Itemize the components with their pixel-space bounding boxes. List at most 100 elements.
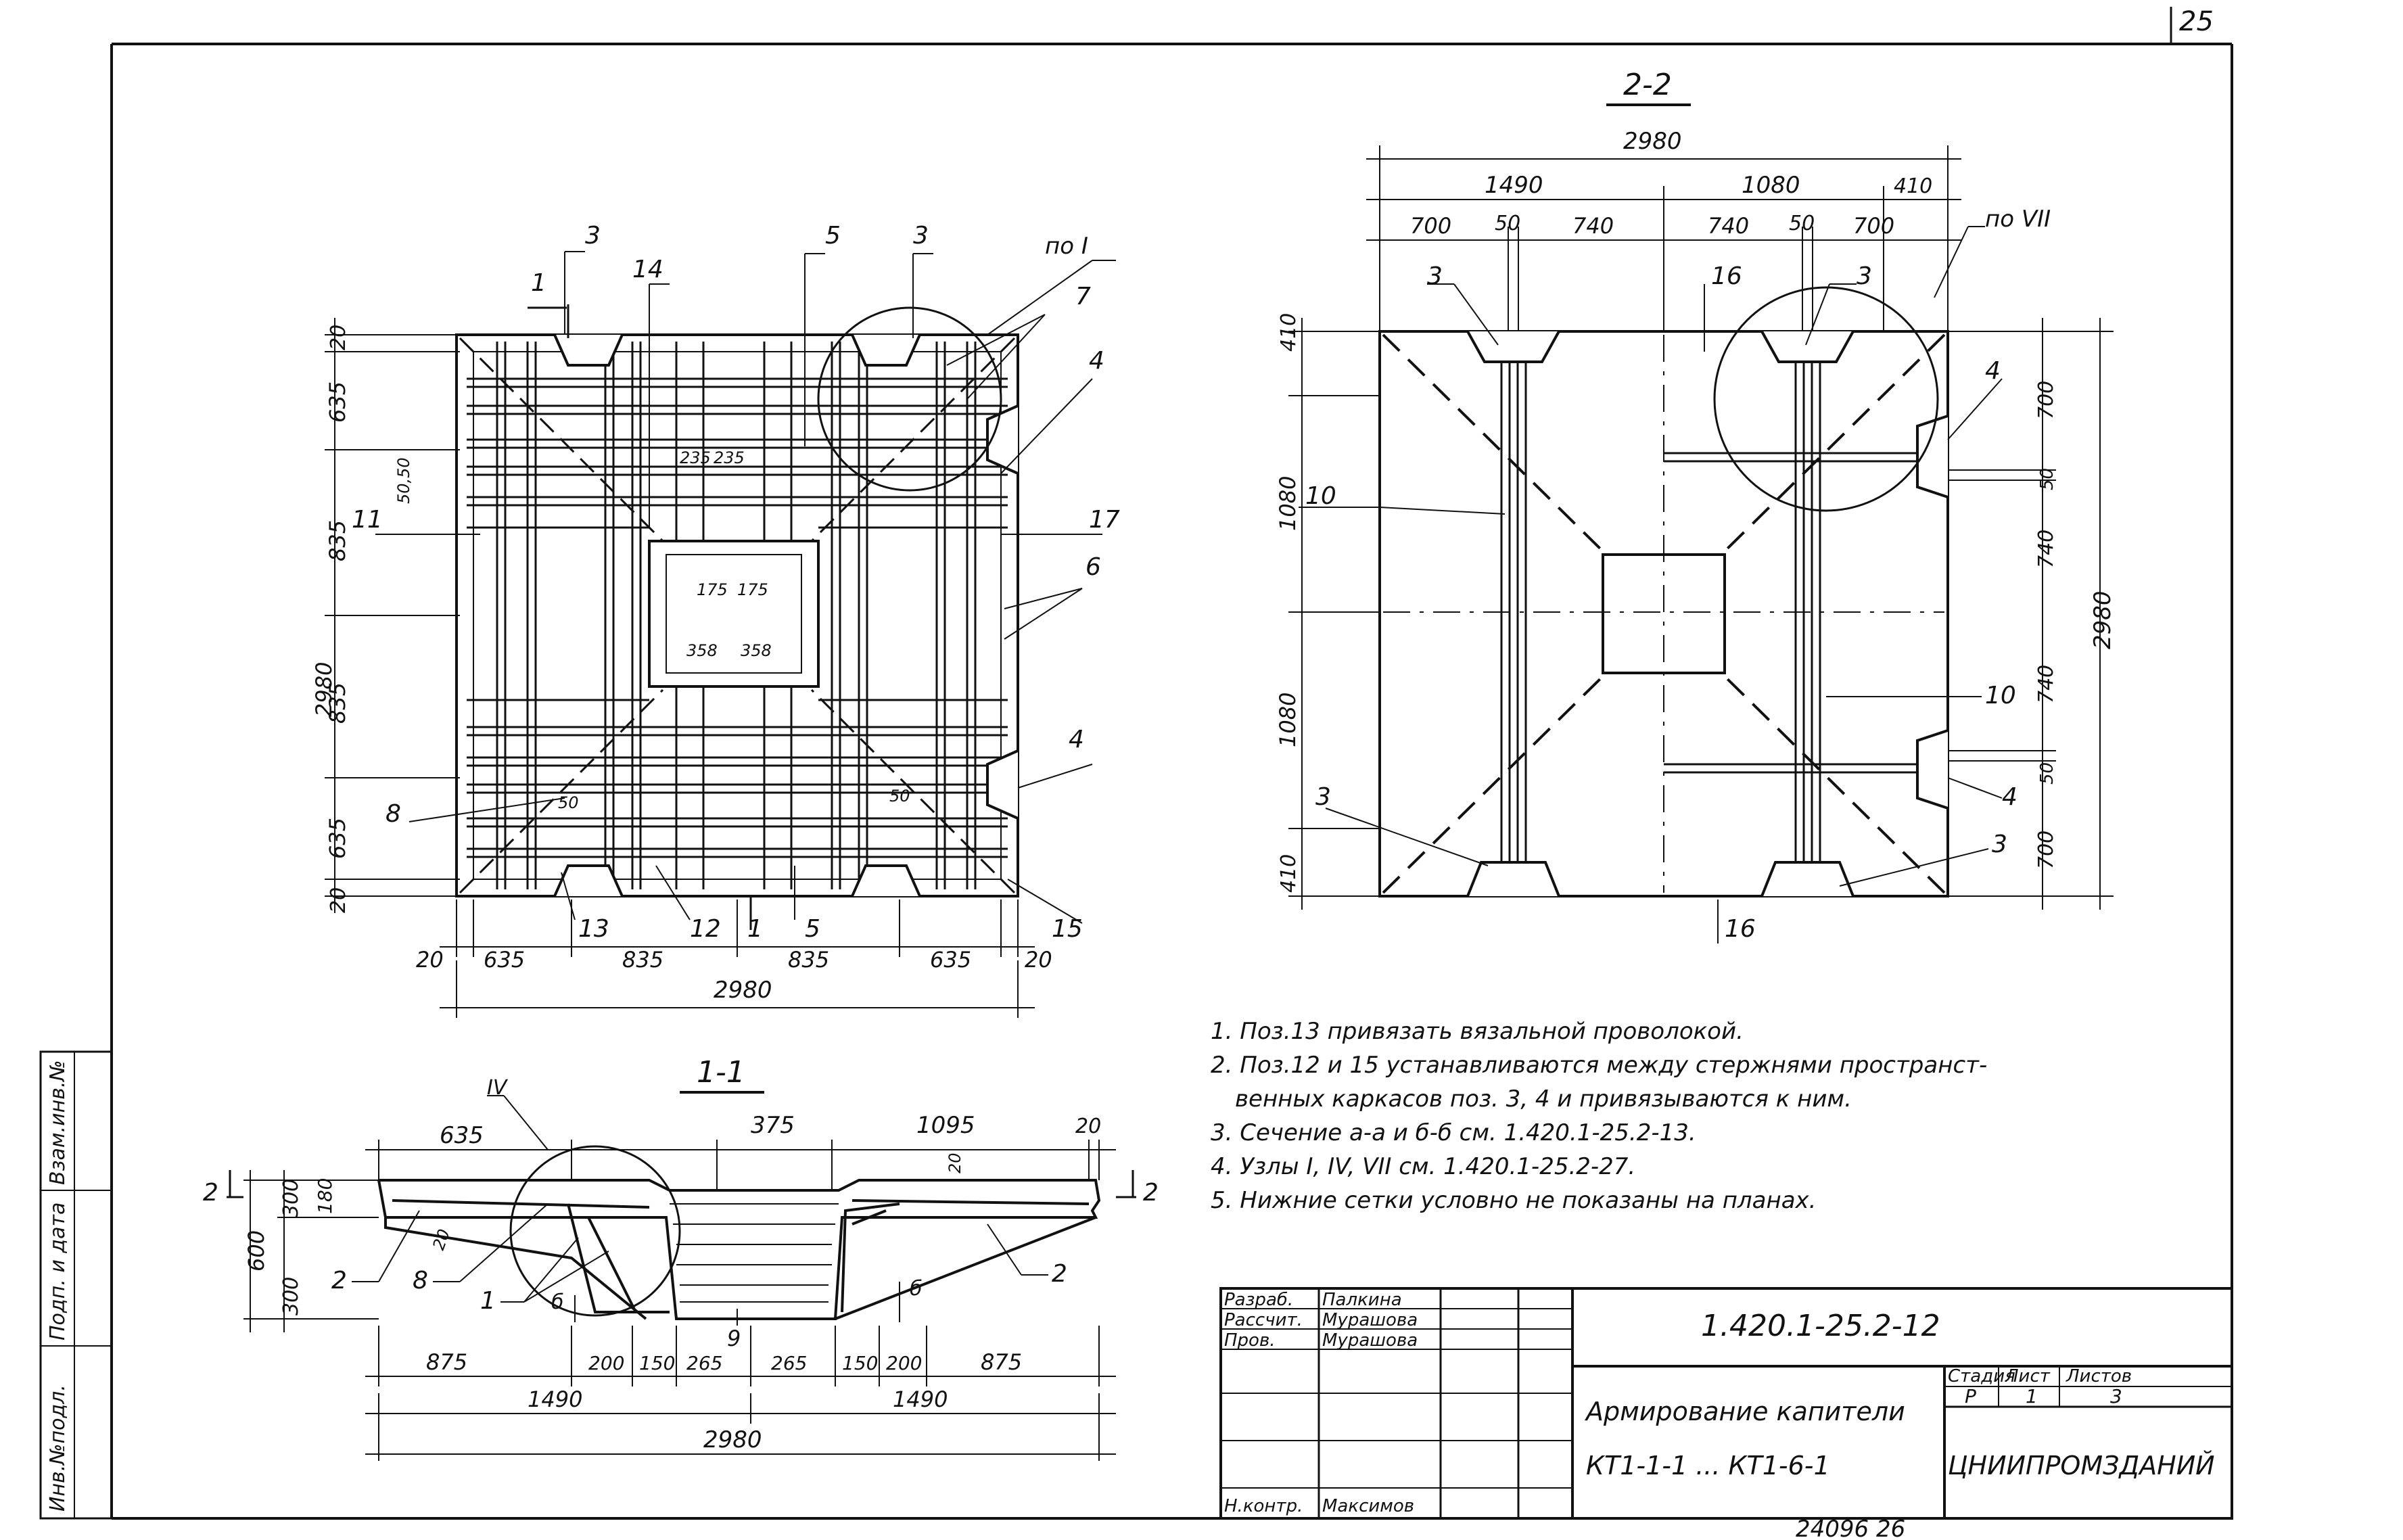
section-2-2-center xyxy=(1602,553,1726,674)
svg-text:20: 20 xyxy=(416,947,444,973)
svg-text:635: 635 xyxy=(484,947,525,973)
note-2: 2. Поз.12 и 15 устанавливаются между сте… xyxy=(1211,1052,1988,1079)
svg-text:235: 235 xyxy=(680,448,711,467)
section-2-2-node-circle xyxy=(1713,286,1939,512)
svg-text:1095: 1095 xyxy=(916,1112,975,1139)
organization: ЦНИИПРОМЗДАНИЙ xyxy=(1948,1451,2215,1480)
svg-text:Н.контр.: Н.контр. xyxy=(1224,1496,1303,1516)
svg-text:2: 2 xyxy=(1052,1260,1067,1288)
svg-text:150: 150 xyxy=(842,1352,878,1374)
svg-text:Мурашова: Мурашова xyxy=(1322,1330,1418,1351)
svg-text:Стадия: Стадия xyxy=(1948,1366,2015,1386)
section-1-1-dim-texts: 635 375 1095 20 180 300 600 300 875 200 … xyxy=(243,1112,1101,1453)
svg-text:700: 700 xyxy=(1853,213,1894,239)
svg-text:б: б xyxy=(551,1290,564,1314)
svg-text:300: 300 xyxy=(279,1277,303,1315)
stamp-inv-label: Инв.№подл. xyxy=(46,1384,70,1512)
side-stamp: Инв.№подл. Подп. и дата Взам.инв.№ xyxy=(39,1050,113,1520)
svg-text:875: 875 xyxy=(981,1349,1022,1375)
drawing-code: 1.420.1-25.2-12 xyxy=(1701,1309,1940,1343)
svg-text:358: 358 xyxy=(741,641,772,660)
svg-text:410: 410 xyxy=(1894,174,1932,198)
section-2-2: 2-2 xyxy=(1378,68,1949,897)
svg-text:835: 835 xyxy=(622,947,663,973)
title-block xyxy=(1219,1287,2233,1520)
section-2-2-title: 2-2 xyxy=(1623,68,1672,102)
svg-text:Палкина: Палкина xyxy=(1322,1290,1402,1310)
svg-text:5: 5 xyxy=(825,222,841,250)
svg-text:б: б xyxy=(910,1277,923,1301)
plan-center-cage xyxy=(648,540,820,688)
svg-text:4: 4 xyxy=(1985,357,2001,385)
svg-text:50: 50 xyxy=(558,793,579,812)
section-2-2-labels: 3 3 16 по VII 4 10 10 3 4 3 16 xyxy=(1299,206,2051,943)
svg-text:635: 635 xyxy=(325,381,350,423)
svg-text:Листов: Листов xyxy=(2066,1366,2132,1386)
svg-text:3: 3 xyxy=(1427,262,1443,290)
svg-text:6: 6 xyxy=(1086,553,1101,581)
plan-dimensions xyxy=(325,318,1035,1018)
svg-text:50: 50 xyxy=(1789,212,1815,235)
svg-text:20: 20 xyxy=(1025,947,1052,973)
svg-text:740: 740 xyxy=(2034,530,2058,568)
svg-text:Мурашова: Мурашова xyxy=(1322,1310,1418,1330)
svg-text:2980: 2980 xyxy=(311,662,337,717)
svg-text:Максимов: Максимов xyxy=(1322,1496,1414,1516)
note-3: 3. Сечение а-а и б-б см. 1.420.1-25.2-13… xyxy=(1211,1119,1696,1146)
note-5: 5. Нижние сетки условно не показаны на п… xyxy=(1211,1187,1817,1214)
svg-text:3: 3 xyxy=(1857,262,1872,290)
general-notes: 1. Поз.13 привязать вязальной проволокой… xyxy=(1211,1014,2239,1217)
section-1-1: 1-1 xyxy=(227,1055,1136,1320)
svg-text:16: 16 xyxy=(1711,262,1742,290)
svg-text:3: 3 xyxy=(2110,1385,2122,1407)
svg-text:635: 635 xyxy=(325,818,350,859)
svg-text:2: 2 xyxy=(1143,1179,1159,1207)
svg-text:875: 875 xyxy=(426,1349,467,1375)
note-4: 4. Узлы I, IV, VII см. 1.420.1-25.2-27. xyxy=(1211,1153,1636,1180)
svg-text:1490: 1490 xyxy=(893,1386,948,1412)
section-1-1-node-circle xyxy=(509,1145,681,1317)
svg-text:635: 635 xyxy=(440,1122,484,1149)
svg-text:2: 2 xyxy=(203,1179,218,1207)
svg-text:3: 3 xyxy=(1992,831,2007,858)
svg-text:12: 12 xyxy=(690,915,721,943)
svg-text:358: 358 xyxy=(686,641,718,660)
svg-text:200: 200 xyxy=(588,1352,624,1374)
svg-text:180: 180 xyxy=(314,1178,336,1214)
svg-text:3: 3 xyxy=(585,222,601,250)
plan-view xyxy=(455,304,1019,930)
page-number: 25 xyxy=(2179,6,2214,37)
section-1-1-node-label: IV xyxy=(487,1076,509,1100)
svg-text:1080: 1080 xyxy=(1742,172,1800,199)
svg-text:2980: 2980 xyxy=(714,977,772,1004)
drawing-title-2: КТ1-1-1 ... КТ1-6-1 xyxy=(1586,1451,1830,1480)
svg-text:4: 4 xyxy=(2002,783,2017,811)
title-block-text: Разраб. Палкина Рассчит. Мурашова Пров. … xyxy=(1224,1290,2215,1516)
note-2-cont: венных каркасов поз. 3, 4 и привязываютс… xyxy=(1235,1086,1852,1113)
svg-text:8: 8 xyxy=(386,800,401,828)
svg-text:Рассчит.: Рассчит. xyxy=(1224,1310,1303,1330)
plan-node-circle xyxy=(817,306,1002,492)
svg-text:20: 20 xyxy=(429,1227,454,1253)
section-2-2-dim-texts: 2980 1490 1080 410 700 50 740 740 50 700… xyxy=(1275,128,2116,893)
svg-text:Пров.: Пров. xyxy=(1224,1330,1276,1351)
svg-text:7: 7 xyxy=(1075,283,1091,310)
svg-text:Лист: Лист xyxy=(2005,1366,2051,1386)
plan-node-label: по I xyxy=(1045,233,1088,260)
svg-text:835: 835 xyxy=(325,520,350,561)
stamp-sign-label: Подп. и дата xyxy=(46,1203,70,1340)
svg-text:600: 600 xyxy=(243,1230,269,1271)
svg-text:410: 410 xyxy=(1277,313,1301,352)
svg-text:1490: 1490 xyxy=(1485,172,1543,199)
svg-text:4: 4 xyxy=(1089,347,1104,375)
svg-text:2980: 2980 xyxy=(2089,590,2116,649)
svg-text:300: 300 xyxy=(279,1179,303,1217)
svg-text:4: 4 xyxy=(1069,726,1084,753)
svg-text:200: 200 xyxy=(886,1352,922,1374)
svg-text:235: 235 xyxy=(714,448,745,467)
svg-text:20: 20 xyxy=(1075,1115,1101,1138)
svg-text:50: 50 xyxy=(2037,468,2057,490)
svg-text:150: 150 xyxy=(639,1352,675,1374)
svg-text:20: 20 xyxy=(946,1152,964,1173)
